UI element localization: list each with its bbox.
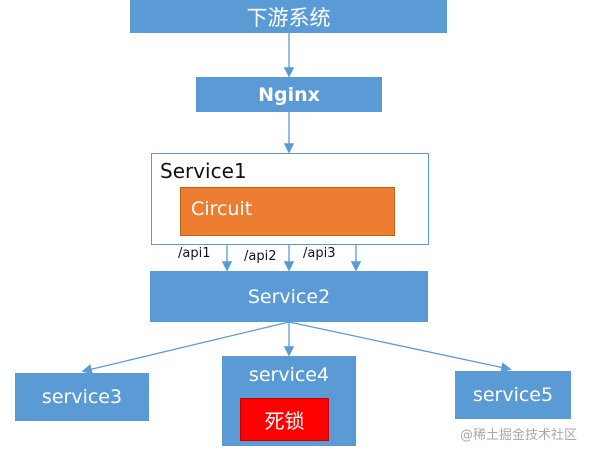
service4-label: service4: [248, 364, 330, 386]
service3-node: service3: [15, 373, 149, 421]
api3-label: /api3: [303, 246, 336, 261]
nginx-node: Nginx: [196, 77, 382, 112]
edge-service2-service5: [288, 321, 512, 373]
service2-node: Service2: [150, 271, 428, 322]
edge-service2-service3: [81, 321, 290, 375]
circuit-node: Circuit: [180, 187, 395, 236]
api2-label: /api2: [244, 249, 277, 264]
service5-node: service5: [455, 371, 571, 419]
downstream-system-node: 下游系统: [130, 0, 447, 33]
service1-label: Service1: [160, 159, 247, 183]
deadlock-badge: 死锁: [240, 398, 329, 441]
api1-label: /api1: [178, 246, 211, 261]
watermark: @稀土掘金技术社区: [460, 428, 578, 443]
